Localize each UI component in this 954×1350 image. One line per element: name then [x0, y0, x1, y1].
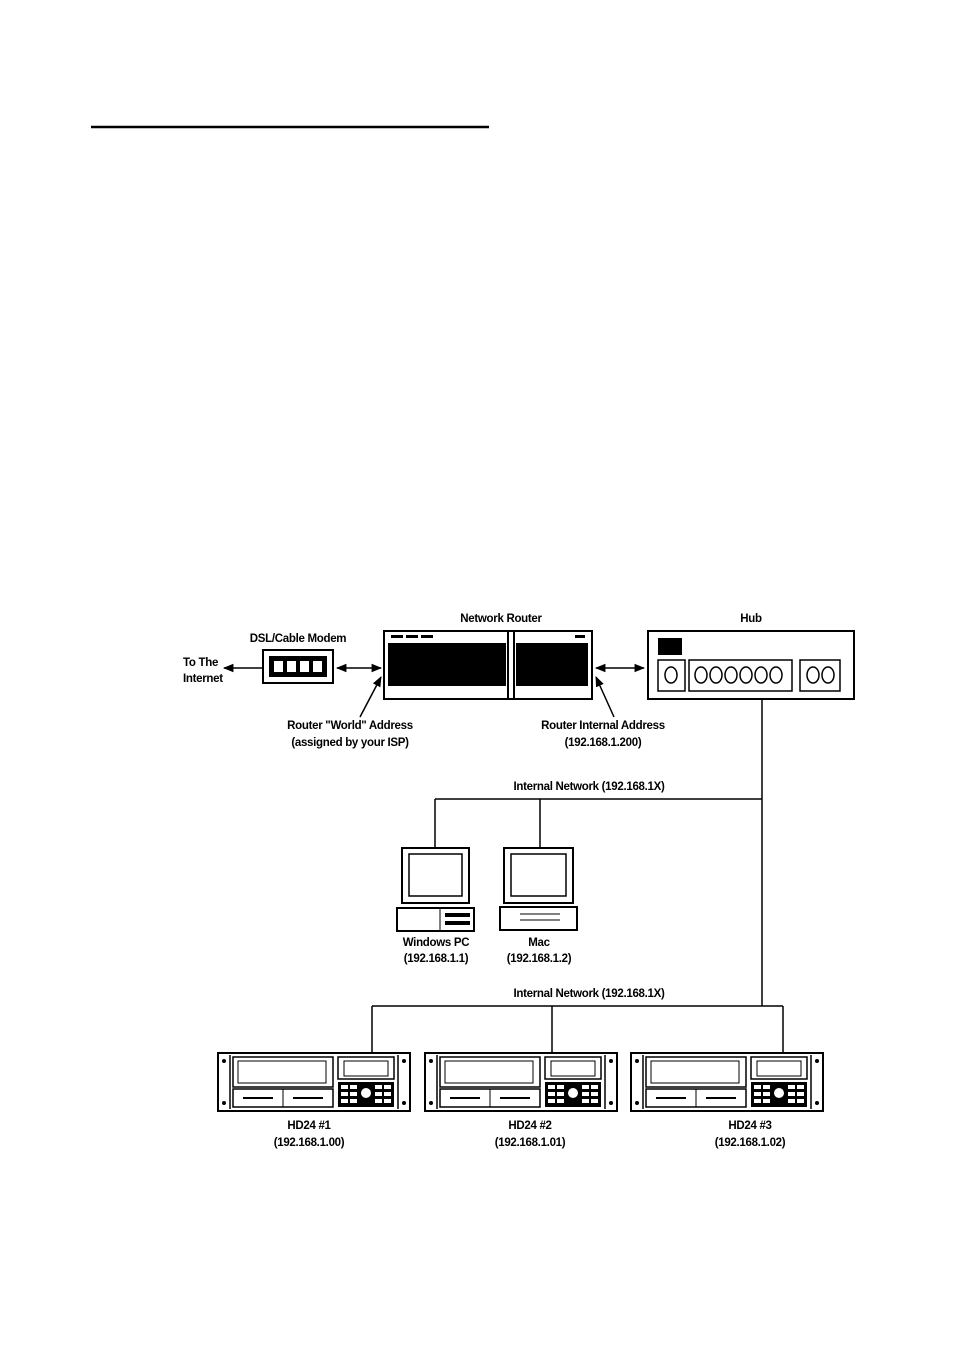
hd24-2-name: HD24 #2: [508, 1120, 551, 1132]
router-world-label-2: (assigned by your ISP): [291, 737, 409, 749]
router-world-label-1: Router "World" Address: [287, 720, 413, 732]
hd24-1-ip: (192.168.1.00): [274, 1137, 345, 1149]
router-label: Network Router: [460, 613, 542, 625]
network-top-label: Internal Network (192.168.1X): [513, 781, 665, 793]
mac-name: Mac: [528, 937, 550, 949]
router-internal-pointer: [595, 676, 615, 718]
router-internal-label-1: Router Internal Address: [541, 720, 665, 732]
hd24-recorder-1-icon: [217, 1052, 411, 1112]
modem-icon: [262, 649, 334, 684]
network-wiring: [371, 699, 784, 1053]
hub-icon: [647, 630, 855, 700]
mac-ip: (192.168.1.2): [507, 953, 572, 965]
router-icon: [383, 630, 593, 700]
hd24-3-ip: (192.168.1.02): [715, 1137, 786, 1149]
router-world-pointer: [359, 676, 382, 718]
hd24-recorder-3-icon: [630, 1052, 824, 1112]
mac-icon: [499, 847, 578, 931]
modem-label: DSL/Cable Modem: [250, 633, 347, 645]
to-internet-label-1: To The: [183, 657, 218, 669]
windows-pc-icon: [396, 847, 475, 932]
router-internal-label-2: (192.168.1.200): [565, 737, 642, 749]
windows-pc-ip: (192.168.1.1): [404, 953, 469, 965]
hd24-1-name: HD24 #1: [287, 1120, 331, 1132]
to-internet-label-2: Internet: [183, 673, 223, 685]
hd24-3-name: HD24 #3: [728, 1120, 771, 1132]
windows-pc-name: Windows PC: [403, 937, 470, 949]
network-bottom-label: Internal Network (192.168.1X): [513, 988, 665, 1000]
hd24-2-ip: (192.168.1.01): [495, 1137, 566, 1149]
hub-label: Hub: [740, 613, 762, 625]
hd24-recorder-2-icon: [424, 1052, 618, 1112]
